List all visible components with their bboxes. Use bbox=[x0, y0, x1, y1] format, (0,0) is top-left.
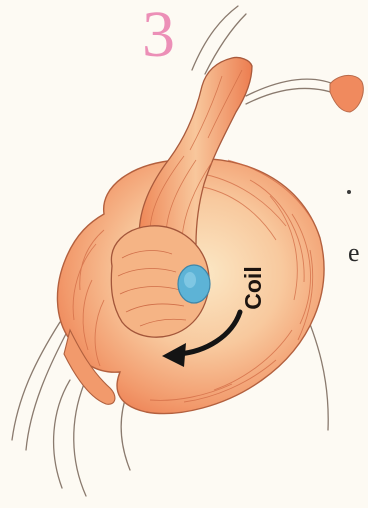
margin-text-fragment: e bbox=[348, 238, 360, 268]
margin-bullet bbox=[347, 190, 351, 194]
rope-end-tip bbox=[330, 75, 363, 112]
coil-label: Coil bbox=[240, 248, 267, 328]
